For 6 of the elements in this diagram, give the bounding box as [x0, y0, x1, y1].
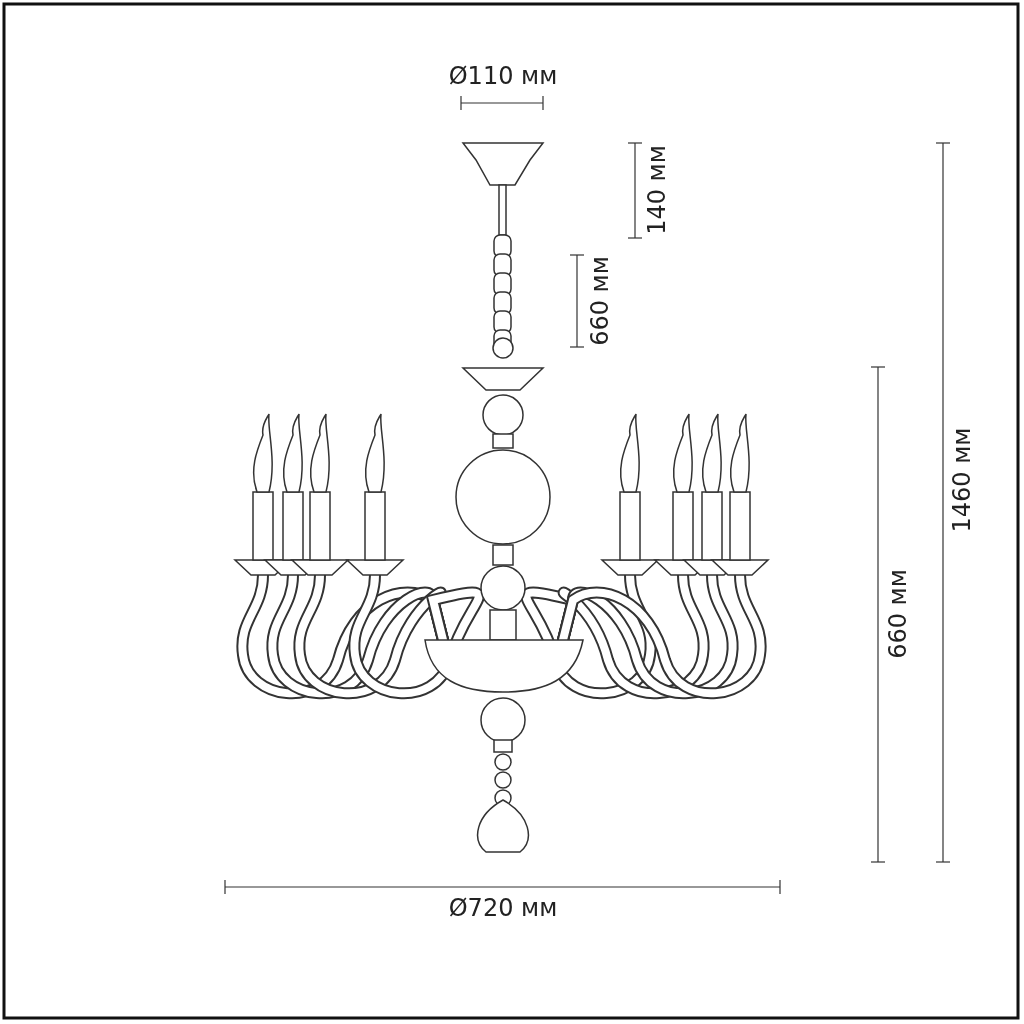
- dimension-label: 660 мм: [588, 256, 612, 346]
- dimension-label: Ø110 мм: [448, 64, 558, 88]
- dimension-label: 660 мм: [886, 569, 910, 659]
- dimension-label: Ø720 мм: [448, 896, 558, 920]
- dimension-label: 140 мм: [645, 145, 669, 235]
- dimension-label: 1460 мм: [950, 427, 974, 533]
